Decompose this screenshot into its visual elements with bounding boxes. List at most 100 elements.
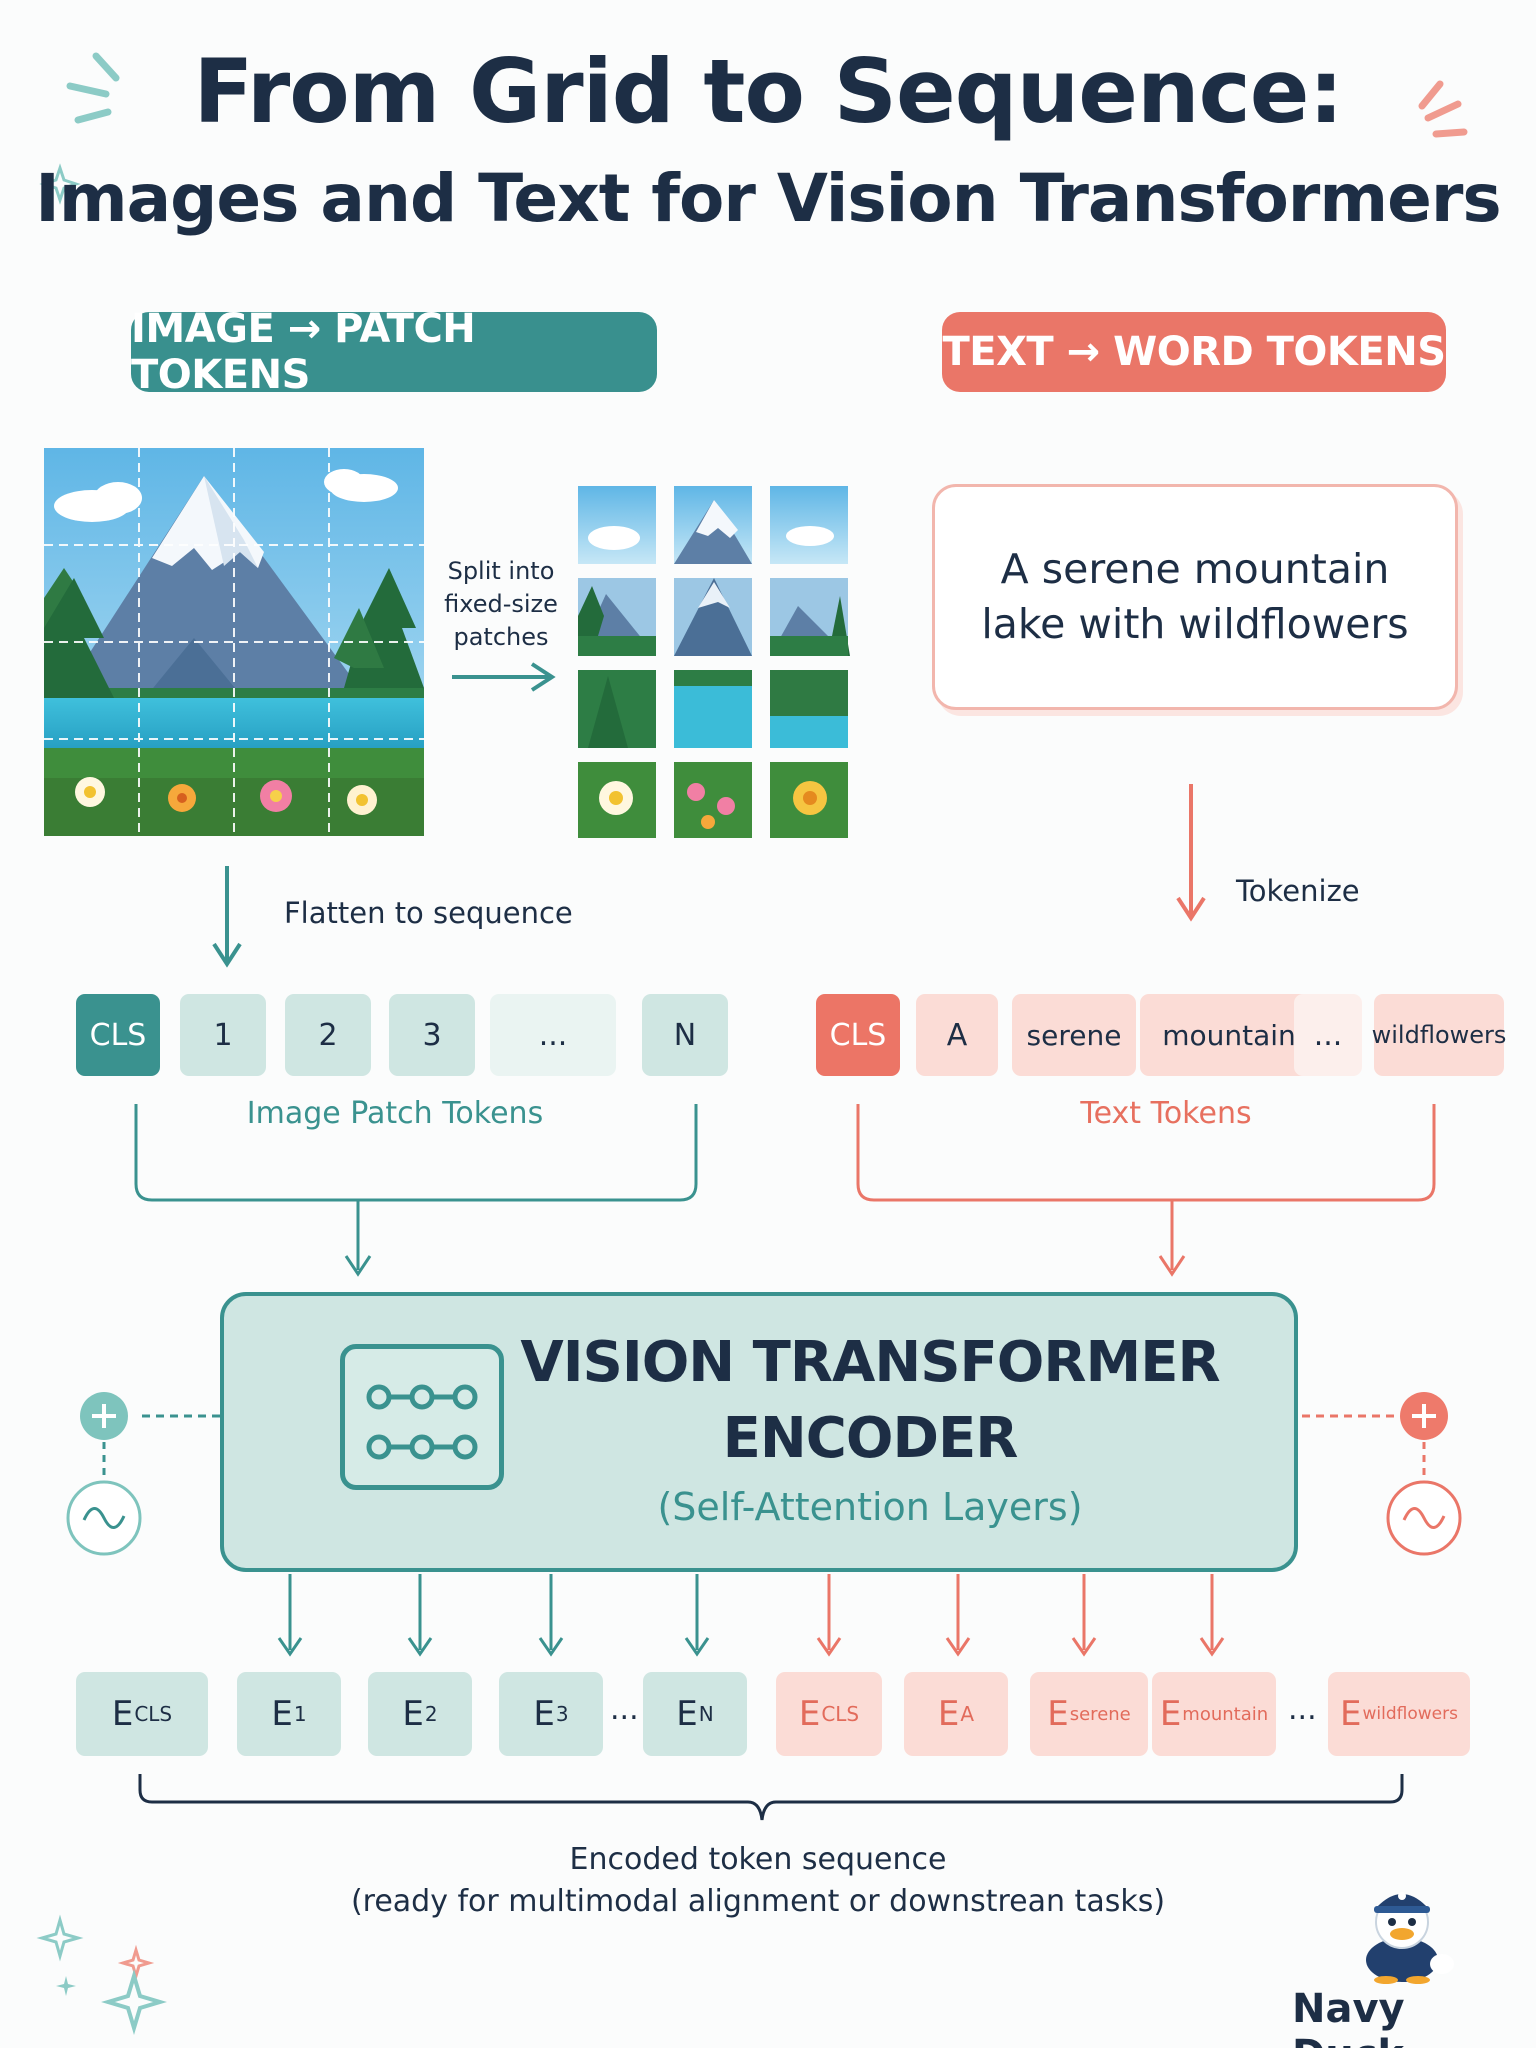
encoder-title: ENCODER — [722, 1406, 1019, 1471]
text-token: mountain — [1140, 994, 1318, 1076]
sine-wave-icon — [66, 1480, 142, 1556]
flower-icon — [347, 785, 377, 815]
landscape-image — [44, 448, 424, 836]
encoder-output-arrows — [277, 1574, 1225, 1657]
patch — [674, 762, 752, 840]
patch — [770, 578, 850, 656]
image-token-cls: CLS — [76, 994, 160, 1076]
token-base: E — [798, 1694, 821, 1734]
sparkle-strokes-icon — [66, 52, 120, 124]
image-token: 1 — [180, 994, 266, 1076]
star-icon — [56, 1976, 76, 1996]
patch — [578, 578, 656, 656]
flower-icon — [168, 784, 196, 812]
positional-embedding-left — [66, 1392, 220, 1556]
token-subscript: 3 — [555, 1702, 569, 1726]
page-title: From Grid to Sequence: — [193, 40, 1343, 143]
patch — [770, 670, 848, 748]
token-subscript: 2 — [424, 1702, 438, 1726]
token-base: E — [1340, 1694, 1362, 1734]
flower-icon — [260, 780, 292, 812]
encoded-sequence-caption: Encoded token sequence — [569, 1842, 947, 1877]
star-icon — [36, 1914, 84, 1962]
image-token: 2 — [285, 994, 371, 1076]
page-subtitle: Images and Text for Vision Transformers — [35, 160, 1501, 237]
sine-wave-icon — [1386, 1480, 1462, 1556]
flatten-label: Flatten to sequence — [284, 896, 573, 930]
patch — [578, 762, 656, 840]
split-caption: Split into fixed-size patches — [432, 555, 570, 654]
split-arrow-icon — [452, 662, 556, 692]
token-base: E — [402, 1694, 424, 1734]
token-subscript: N — [698, 1702, 714, 1726]
patch — [770, 762, 848, 840]
image-group-label: Image Patch Tokens — [246, 1096, 544, 1131]
text-token-cls: CLS — [816, 994, 900, 1076]
token-subscript: CLS — [134, 1702, 173, 1726]
token-base: E — [111, 1694, 134, 1734]
flatten-arrow-icon — [212, 866, 242, 968]
encoded-sequence-caption: (ready for multimodal alignment or downs… — [350, 1884, 1166, 1919]
sparkle-strokes-icon — [1418, 80, 1468, 138]
token-base: E — [1159, 1694, 1182, 1734]
positional-embedding-right — [1302, 1392, 1462, 1556]
encoder-title: VISION TRANSFORMER — [520, 1330, 1220, 1395]
navy-duck-mascot-icon — [1366, 1892, 1454, 1984]
image-token: 3 — [389, 994, 475, 1076]
tokenize-label: Tokenize — [1236, 874, 1360, 908]
text-group-label: Text Tokens — [1080, 1096, 1252, 1131]
text-section-header: TEXT → WORD TOKENS — [942, 312, 1446, 392]
patch — [578, 486, 656, 564]
token-subscript: A — [960, 1702, 975, 1726]
plus-icon — [80, 1392, 128, 1440]
brand-name: Navy Duck — [1292, 1986, 1405, 2048]
token-subscript: mountain — [1182, 1703, 1269, 1725]
patch-grid — [578, 486, 850, 842]
text-token-ellipsis: ... — [1294, 994, 1362, 1076]
patch — [674, 670, 752, 748]
star-icon — [101, 1969, 167, 2035]
sentence-box: A serene mountain lake with wildflowers — [932, 484, 1458, 710]
text-token: wildflowers — [1372, 994, 1506, 1076]
patch — [770, 486, 848, 564]
encoded-sequence-brace — [138, 1774, 1404, 1821]
token-base: E — [676, 1694, 698, 1734]
flower-icon — [75, 777, 105, 807]
image-token: N — [642, 994, 728, 1076]
patch — [674, 486, 752, 564]
attention-layers-icon — [340, 1344, 504, 1490]
encoded-ellipsis: ... — [1288, 1692, 1317, 1727]
tokenize-arrow-icon — [1176, 784, 1206, 922]
token-base: E — [1047, 1694, 1069, 1734]
patch — [674, 578, 752, 656]
token-base: E — [271, 1694, 293, 1734]
sentence-line: A serene mountain — [1000, 545, 1390, 593]
sentence-line: lake with wildflowers — [981, 600, 1409, 648]
star-icon — [39, 163, 81, 205]
plus-icon — [1400, 1392, 1448, 1440]
token-subscript: 1 — [293, 1702, 307, 1726]
text-token: serene — [1012, 994, 1136, 1076]
token-subscript: serene — [1069, 1703, 1131, 1725]
split-caption-line: patches — [453, 623, 549, 651]
text-token: A — [916, 994, 998, 1076]
split-caption-line: fixed-size — [444, 590, 558, 618]
bracket-connectors — [134, 1104, 1436, 1277]
encoded-ellipsis: ... — [610, 1692, 639, 1727]
image-section-header: IMAGE → PATCH TOKENS — [131, 306, 657, 398]
patch — [578, 670, 656, 748]
star-icon — [117, 1944, 155, 1982]
token-base: E — [533, 1694, 555, 1734]
split-caption-line: Split into — [447, 557, 555, 585]
token-base: E — [937, 1694, 960, 1734]
